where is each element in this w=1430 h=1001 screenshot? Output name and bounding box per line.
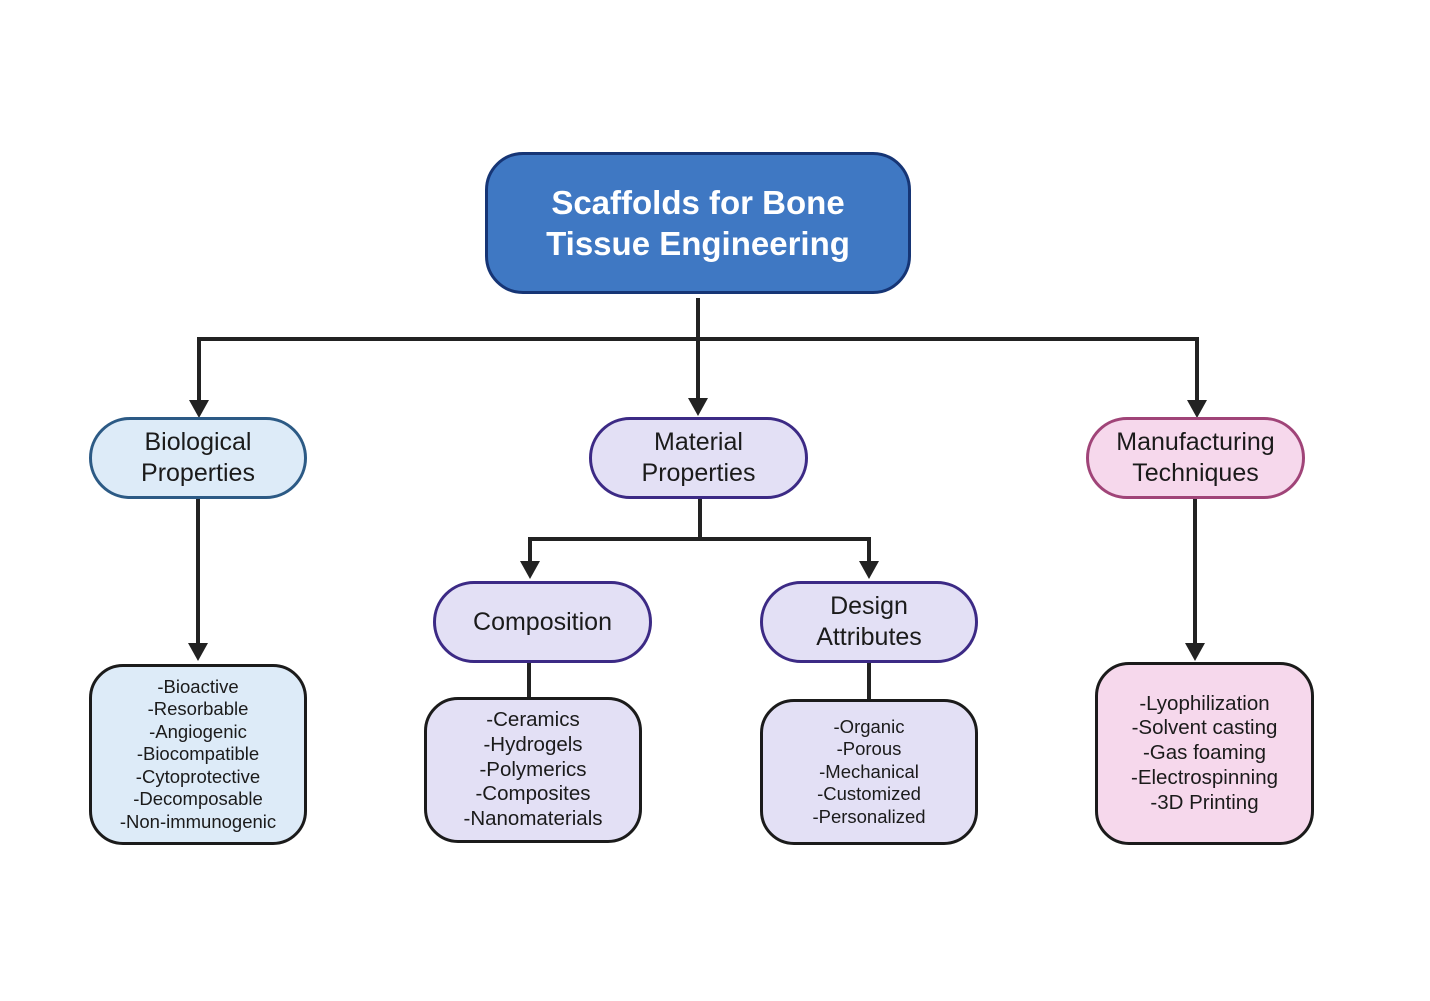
list-item: -Customized bbox=[817, 783, 921, 805]
arrowhead-composition bbox=[520, 561, 540, 579]
arrowhead-manufacturing bbox=[1187, 400, 1207, 418]
list-item: -Non-immunogenic bbox=[119, 810, 277, 832]
subcategory-composition: Composition bbox=[433, 581, 652, 663]
root-node: Scaffolds for Bone Tissue Engineering bbox=[485, 152, 911, 294]
category-manufacturing-line1: Manufacturing bbox=[1116, 428, 1275, 456]
list-item: -Nanomaterials bbox=[463, 807, 603, 831]
list-item: -Gas foaming bbox=[1142, 741, 1267, 765]
list-item: -Porous bbox=[836, 738, 902, 760]
root-title-line2: Tissue Engineering bbox=[546, 225, 850, 262]
category-manufacturing-techniques: Manufacturing Techniques bbox=[1086, 417, 1305, 499]
list-item: -Organic bbox=[833, 715, 905, 737]
list-design-attributes: -Organic -Porous -Mechanical -Customized… bbox=[760, 699, 978, 845]
arrowhead-material bbox=[688, 398, 708, 416]
list-item: -Decomposable bbox=[133, 788, 263, 810]
subcategory-design-line2: Attributes bbox=[816, 623, 922, 651]
list-item: -Electrospinning bbox=[1131, 765, 1278, 789]
list-item: -Cytoprotective bbox=[135, 765, 261, 787]
list-item: -Resorbable bbox=[147, 698, 249, 720]
list-item: -Personalized bbox=[812, 805, 926, 827]
subcategory-composition-label: Composition bbox=[473, 607, 612, 636]
category-biological-line1: Biological bbox=[144, 428, 252, 456]
list-item: -Bioactive bbox=[157, 675, 239, 697]
category-manufacturing-line2: Techniques bbox=[1132, 459, 1259, 487]
category-biological-properties: Biological Properties bbox=[89, 417, 307, 499]
list-item: -3D Printing bbox=[1150, 790, 1259, 814]
list-item: -Composites bbox=[475, 782, 591, 806]
arrowhead-biological-list bbox=[188, 643, 208, 661]
list-manufacturing-techniques: -Lyophilization -Solvent casting -Gas fo… bbox=[1095, 662, 1314, 845]
list-item: -Solvent casting bbox=[1131, 716, 1278, 740]
category-material-line2: Properties bbox=[641, 459, 756, 487]
list-item: -Lyophilization bbox=[1139, 691, 1270, 715]
subcategory-design-line1: Design bbox=[830, 592, 908, 620]
list-item: -Polymerics bbox=[479, 757, 587, 781]
root-title-line1: Scaffolds for Bone bbox=[551, 184, 845, 221]
category-material-properties: Material Properties bbox=[589, 417, 808, 499]
subcategory-design-attributes: Design Attributes bbox=[760, 581, 978, 663]
list-item: -Ceramics bbox=[486, 708, 580, 731]
arrowhead-design bbox=[859, 561, 879, 579]
list-composition: -Ceramics -Hydrogels -Polymerics -Compos… bbox=[424, 697, 642, 843]
category-material-line1: Material bbox=[654, 428, 743, 456]
list-item: -Hydrogels bbox=[483, 732, 583, 756]
arrowhead-biological bbox=[189, 400, 209, 418]
list-item: -Biocompatible bbox=[136, 743, 260, 765]
arrowhead-manufacturing-list bbox=[1185, 643, 1205, 661]
list-biological-properties: -Bioactive -Resorbable -Angiogenic -Bioc… bbox=[89, 664, 307, 845]
list-item: -Mechanical bbox=[819, 760, 919, 782]
category-biological-line2: Properties bbox=[141, 459, 255, 487]
list-item: -Angiogenic bbox=[149, 720, 247, 742]
